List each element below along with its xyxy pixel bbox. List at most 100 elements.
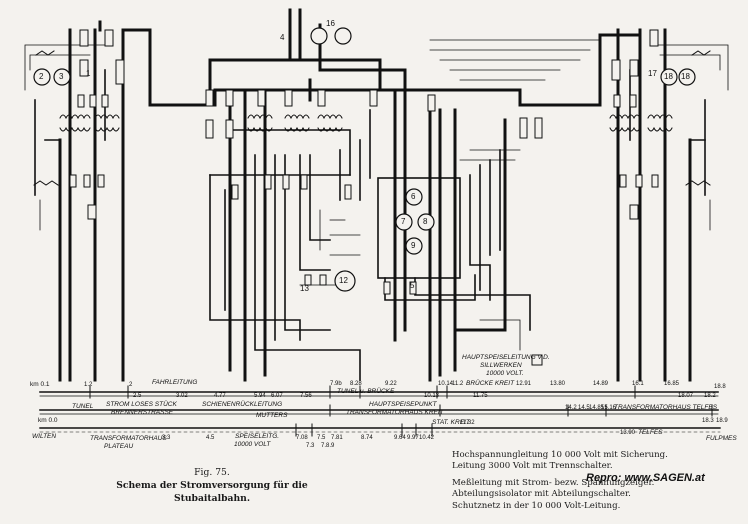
km-mark: 10.42 [419,435,435,441]
hauptspeisepunkt-label: HAUPTSPEISEPUNKT [369,401,437,408]
component-8: 8 [423,217,428,226]
feeder-note-line2: SILLWERKEN [480,362,522,369]
legend-item: Meßleitung mit Strom- bezw. Spannungzeig… [452,477,655,488]
km-mark: 11.2 [452,381,464,387]
track-ticks [89,385,713,437]
meter-circles [33,27,696,292]
km-mark: 10.14 [438,381,454,387]
track-lines [39,391,721,433]
component-12: 12 [339,276,348,285]
trafo-plateau-label-1: TRANSFORMATORHAUS [90,435,167,442]
mutters-label: MUTTERS [256,412,288,419]
km-mark: 8.74 [361,435,373,441]
km-mark: 16.85 [664,381,680,387]
schienenrueck-label: SCHIENENRÜCKLEITUNG [202,401,283,408]
component-4: 4 [280,33,285,42]
km-mark: 9.22 [385,381,397,387]
speiseleitg-label-2: 10000 VOLT [234,441,271,448]
figure-caption: Fig. 75. Schema der Stromversorgung für … [92,466,332,505]
km-mark: 2 [129,382,133,388]
km-mark: 18.3 [702,418,714,424]
legend-item: Schutznetz in der 10 000 Volt-Leitung. [452,500,621,511]
trafo-kreit-label: TRANSFORMATORHAUS KREIT [346,409,444,416]
telfes-label: TELFES [638,429,663,436]
speiseleitg-label-1: SPEISELEITG. [235,433,280,440]
km-mark: 7.9b [330,381,342,387]
km-mark: 7.56 [300,393,312,399]
km-mark: 18.07 [678,393,694,399]
km-mark: 18.8 [714,384,726,390]
fahrleitung-label: FAHRLEITUNG [152,379,198,386]
km-mark: 12.91 [516,381,532,387]
km-mark: 7.3 [306,443,315,449]
km-mark: 15.16 [601,405,617,411]
km-mark: 9.97 [407,435,419,441]
bruecke-kreit-label: BRÜCKE KREIT [466,380,515,387]
km-mark: 7.81 [331,435,343,441]
component-1: 1 [86,69,91,78]
trafo-plateau-label-2: PLATEAU [104,443,134,450]
component-17: 18 [664,72,673,81]
component-13: 13 [300,284,309,293]
km-mark: 16.1 [632,381,644,387]
fulpmes-label: FULPMES [706,435,737,442]
upper-start-km: km 0.1 [30,381,50,388]
km-mark: 3.3 [162,435,171,441]
figure-title: Schema der Stromversorgung für die Stuba… [116,480,308,504]
legend-item: Leitung 3000 Volt mit Trennschalter. [452,461,613,472]
component-16: 17 [648,69,657,78]
km-mark: 7.08 [296,435,308,441]
km-mark: 18.2 [704,393,716,399]
km-mark: 10.13 [424,393,440,399]
km-mark: 11.75 [473,393,488,399]
component-7: 7 [401,217,406,226]
transformer-coils [33,50,711,186]
component-3: 3 [59,72,64,81]
km-mark: 14.89 [593,381,609,387]
km-mark: 13.90 [620,430,636,436]
watermark: Repro: www.SAGEN.at [586,472,705,484]
component-15: 16 [326,19,335,28]
km-mark: 14.85 [589,405,605,411]
km-mark: 8.28 [350,381,362,387]
km-mark: 14.2 [565,405,577,411]
km-mark: 18.9 [716,418,728,424]
figure-number: Fig. 75. [194,467,230,478]
hv-trunk-lines [58,8,692,382]
legend-item: Hochspannungleitung 10 000 Volt mit Sich… [452,450,668,460]
km-mark: 7.8.9 [321,443,335,449]
km-mark: 2.5 [133,393,142,399]
strom-loses-label: STROM LOSES STÜCK [106,401,177,408]
legend-item: Abteilungsisolator mit Abteilungschalter… [452,489,631,500]
km-mark: 4.77 [214,393,226,399]
trafo-telfes-label: TRANSFORMATORHAUS TELFES [614,404,718,411]
km-mark: 4.5 [206,435,215,441]
km-mark: 6.07 [271,393,283,399]
km-mark: 3.02 [176,393,188,399]
component-6: 6 [411,192,416,201]
km-mark: 14.5 [578,405,590,411]
feeder-note-line3: 10000 VOLT. [486,370,524,377]
tunel-bruecke-label: TUNEL u. BRÜCKE [337,388,395,395]
brenner-label: BRENNERSTRASSE [111,409,174,416]
feeder-note-line1: HAUPTSPEISELEITUNG V.D. [462,354,550,361]
medium-lines [34,69,706,381]
lower-start-km: km 0.0 [38,417,58,424]
stat-kreit-label: STAT. KREIT [432,419,470,426]
component-5: 5 [410,281,415,290]
legend: Hochspannungleitung 10 000 Volt mit Sich… [452,450,668,512]
km-mark: 13.80 [550,381,566,387]
km-mark: 1.2 [84,382,93,388]
component-9: 9 [411,241,416,250]
tunel-label: TUNEL [72,403,94,410]
km-mark: 11.32 [460,420,475,426]
km-mark: 5.94 [254,393,266,399]
component-18: 18 [681,72,690,81]
measuring-lines [24,39,729,351]
km-mark: 7.5 [317,435,326,441]
wilten-label: WILTEN [32,433,57,440]
km-mark: 9.64 [394,435,406,441]
component-2: 2 [39,72,44,81]
fuse-boxes [69,29,659,366]
